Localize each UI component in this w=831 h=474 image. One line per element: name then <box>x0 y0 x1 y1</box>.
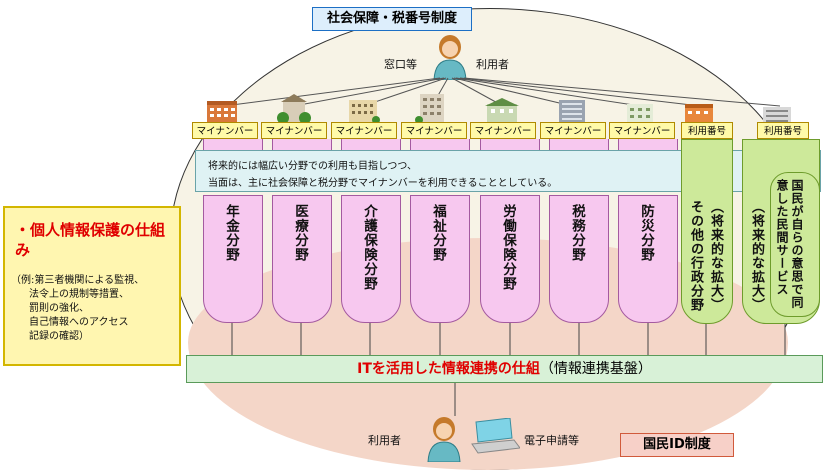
person-icon <box>432 34 468 81</box>
pillar-labor-insurance: 労働保険分野 <box>480 195 540 323</box>
privacy-item: 自己情報へのアクセス <box>29 317 129 328</box>
pillar-tax: 税務分野 <box>549 195 609 323</box>
pillar-stem <box>410 139 470 151</box>
pillar-medical: 医療分野 <box>272 195 332 323</box>
pillar-welfare: 福祉分野 <box>410 195 470 323</box>
pillar-stem <box>272 139 332 151</box>
person-icon <box>426 416 462 463</box>
building-icon <box>485 96 519 124</box>
building-icon <box>555 96 589 124</box>
usage-number-plate: 利用番号 <box>681 122 733 139</box>
pillar-label: 年金分野 <box>223 204 239 262</box>
privacy-item: 記録の確認） <box>29 331 89 342</box>
pillar-stem <box>618 139 678 151</box>
pillar-label: 防災分野 <box>638 204 654 262</box>
privacy-protection-box: ・個人情報保護の仕組み （例:第三者機関による監視、 法令上の規制等措置、 罰則… <box>3 206 181 366</box>
my-number-plate: マイナンバー <box>609 122 675 139</box>
my-number-plate: マイナンバー <box>470 122 536 139</box>
pillar-label: 福祉分野 <box>430 204 446 262</box>
pillar-nursing-care: 介護保険分野 <box>341 195 401 323</box>
building-icon <box>760 102 794 128</box>
pillar-private-services: 国民が自らの意思で同意した民間サービス <box>770 172 820 317</box>
privacy-title: ・個人情報保護の仕組み <box>15 221 166 259</box>
building-icon <box>277 94 311 124</box>
pillar-sublabel: （将来的な拡大） <box>749 200 764 312</box>
national-id-title: 国民ID制度 <box>620 433 734 457</box>
pillar-label: 医療分野 <box>292 204 308 262</box>
my-number-plate: マイナンバー <box>401 122 467 139</box>
privacy-item: （例:第三者機関による監視、 <box>11 275 145 286</box>
pillar-pension: 年金分野 <box>203 195 263 323</box>
building-icon <box>415 92 449 124</box>
pillar-stem <box>549 139 609 151</box>
infra-rest: （情報連携基盤） <box>539 361 652 377</box>
pillar-stem <box>203 139 263 151</box>
computer-icon <box>470 417 521 454</box>
pillar-other-admin: その他の行政分野 （将来的な拡大） <box>681 139 733 324</box>
my-number-plate: マイナンバー <box>331 122 397 139</box>
user-label-bottom: 利用者 <box>368 434 401 447</box>
my-number-plate: マイナンバー <box>261 122 327 139</box>
pillar-stem <box>341 139 401 151</box>
my-number-plate: マイナンバー <box>540 122 606 139</box>
pillar-label: 国民が自らの意思で同意した民間サービス <box>775 179 804 309</box>
my-number-plate: マイナンバー <box>192 122 258 139</box>
pillar-label: その他の行政分野 <box>688 200 703 312</box>
pillar-label: 労働保険分野 <box>500 204 516 291</box>
pillar-label: 介護保険分野 <box>361 204 377 291</box>
building-icon <box>205 98 239 124</box>
usage-number-plate: 利用番号 <box>757 122 809 139</box>
policy-line-2: 当面は、主に社会保障と税分野でマイナンバーを利用できることとしている。 <box>208 178 558 189</box>
privacy-item: 罰則の強化、 <box>29 303 89 314</box>
pillar-label: 税務分野 <box>569 204 585 262</box>
privacy-item: 法令上の規制等措置、 <box>29 289 129 300</box>
policy-line-1: 将来的には幅広い分野での利用も目指しつつ、 <box>208 161 417 172</box>
building-icon <box>682 102 716 128</box>
pillar-disaster: 防災分野 <box>618 195 678 323</box>
pillar-sublabel: （将来的な拡大） <box>708 200 723 312</box>
building-icon <box>623 98 657 124</box>
counter-label: 窓口等 <box>384 58 417 71</box>
building-icon <box>346 96 380 124</box>
diagram-title: 社会保障・税番号制度 <box>312 7 472 31</box>
infra-emphasis: ITを活用した情報連携の仕組 <box>357 361 540 377</box>
e-application-label: 電子申請等 <box>524 434 579 447</box>
user-label-top: 利用者 <box>476 58 509 71</box>
pillar-stem <box>480 139 540 151</box>
info-linkage-infrastructure: ITを活用した情報連携の仕組（情報連携基盤） <box>186 355 823 383</box>
